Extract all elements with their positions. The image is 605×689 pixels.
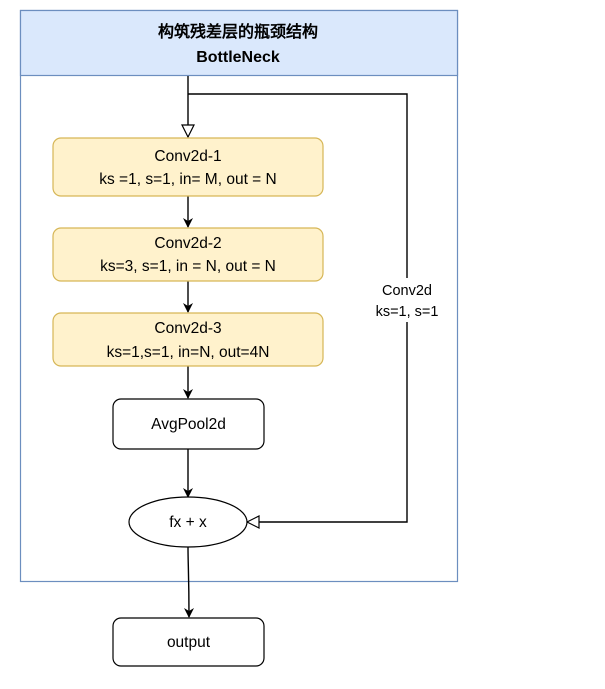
node-conv2d-1-params: ks =1, s=1, in= M, out = N: [99, 171, 276, 188]
node-conv2d-3-box: [52, 312, 324, 367]
node-conv2d-2-title: Conv2d-2: [154, 235, 221, 252]
node-conv2d-3-title: Conv2d-3: [154, 320, 221, 337]
container-header: [19, 9, 459, 77]
node-output: output: [112, 617, 265, 667]
diagram-title-zh: 构筑残差层的瓶颈结构: [158, 22, 318, 41]
node-sum-shape: [128, 496, 248, 548]
shortcut-label: Conv2d ks=1, s=1: [360, 278, 454, 322]
node-conv2d-3-params: ks=1,s=1, in=N, out=4N: [107, 344, 270, 361]
node-sum: fx + x: [128, 496, 248, 548]
shortcut-label-bg: [360, 278, 454, 322]
node-output-label: output: [167, 634, 211, 651]
node-avgpool2d-box: [112, 398, 265, 450]
diagram-title-en: BottleNeck: [196, 49, 280, 66]
node-conv2d-2: Conv2d-2 ks=3, s=1, in = N, out = N: [52, 227, 324, 282]
node-conv2d-1-box: [52, 137, 324, 197]
node-avgpool2d-label: AvgPool2d: [151, 416, 226, 433]
node-conv2d-2-box: [52, 227, 324, 282]
node-conv2d-1-title: Conv2d-1: [154, 148, 221, 165]
node-avgpool2d: AvgPool2d: [112, 398, 265, 450]
shortcut-label-line1: Conv2d: [382, 283, 432, 299]
node-sum-label: fx + x: [169, 514, 207, 531]
shortcut-label-line2: ks=1, s=1: [376, 304, 439, 320]
edge-sum-to-output: [183, 546, 194, 618]
node-output-box: [112, 617, 265, 667]
node-conv2d-3: Conv2d-3 ks=1,s=1, in=N, out=4N: [52, 312, 324, 367]
node-conv2d-1: Conv2d-1 ks =1, s=1, in= M, out = N: [52, 137, 324, 197]
node-conv2d-2-params: ks=3, s=1, in = N, out = N: [100, 258, 276, 275]
